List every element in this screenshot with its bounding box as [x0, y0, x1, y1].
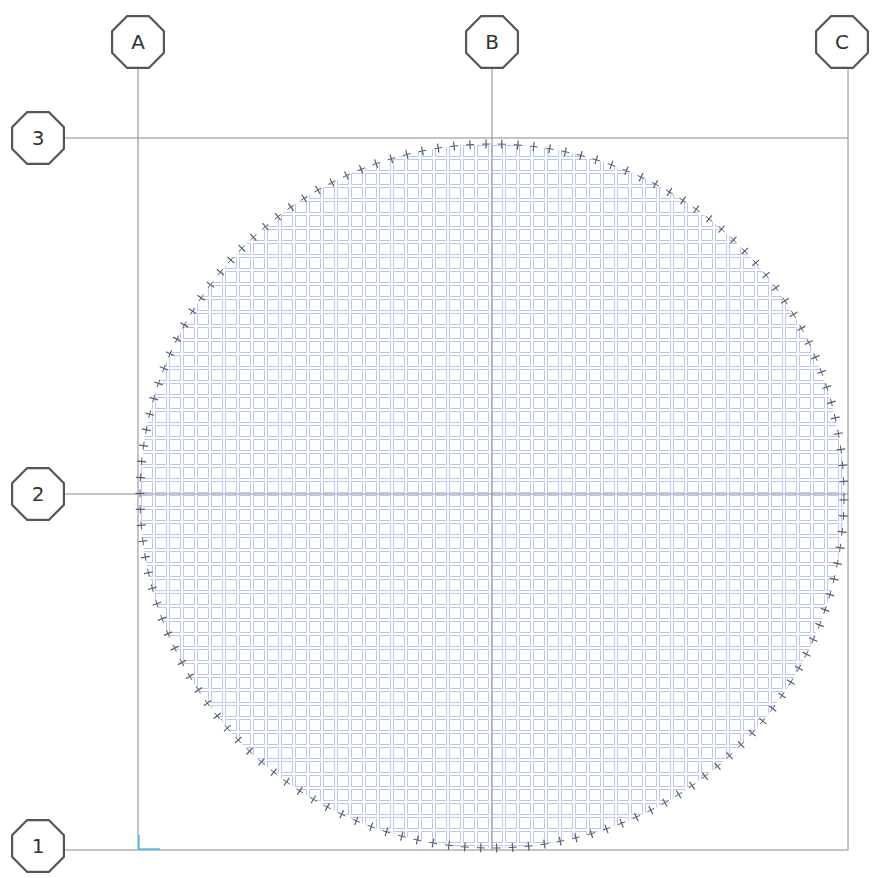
- grid-label: B: [485, 32, 499, 52]
- grid-bubble: C: [815, 15, 869, 69]
- grid-label: 3: [32, 128, 45, 148]
- grid-bubble: 1: [11, 819, 65, 873]
- grid-lines: [65, 69, 848, 850]
- grid-bubble: 3: [11, 111, 65, 165]
- grid-bubble: A: [111, 15, 165, 69]
- grid-bubble: B: [465, 15, 519, 69]
- grid-label: 2: [32, 484, 45, 504]
- grid-label: C: [835, 32, 849, 52]
- grid-bubble: 2: [11, 467, 65, 521]
- grid-label: A: [131, 32, 145, 52]
- shell-mesh: [130, 130, 860, 860]
- axis-icon: [139, 835, 160, 849]
- grid-label: 1: [32, 836, 45, 856]
- support-markers: [140, 144, 844, 848]
